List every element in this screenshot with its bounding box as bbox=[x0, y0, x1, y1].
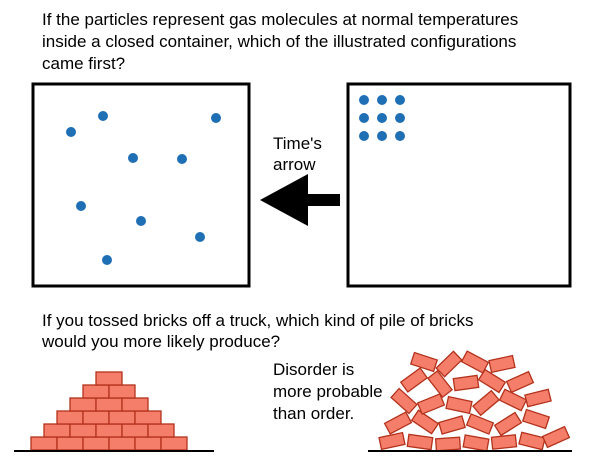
arrow-label-line-2: arrow bbox=[273, 155, 316, 174]
brick bbox=[490, 434, 518, 450]
brick bbox=[505, 370, 535, 394]
molecule bbox=[177, 154, 187, 164]
brick bbox=[82, 436, 110, 451]
bricks-question-line-2: would you more likely produce? bbox=[42, 332, 281, 351]
brick bbox=[498, 388, 528, 412]
brick bbox=[493, 411, 523, 437]
brick bbox=[541, 425, 571, 449]
gas-question-line-1: If the particles represent gas molecules… bbox=[42, 10, 519, 29]
brick bbox=[30, 436, 58, 451]
brick bbox=[472, 389, 500, 417]
note-line-3: than order. bbox=[273, 404, 355, 423]
molecule bbox=[136, 216, 146, 226]
arrow-label-line-1: Time's bbox=[273, 134, 322, 153]
brick bbox=[108, 410, 136, 425]
molecule bbox=[211, 113, 221, 123]
molecule bbox=[359, 95, 369, 105]
brick bbox=[378, 431, 406, 451]
molecule bbox=[377, 131, 387, 141]
ordered-molecules bbox=[359, 95, 405, 141]
brick bbox=[134, 436, 162, 451]
brick bbox=[121, 423, 149, 438]
brick bbox=[416, 393, 446, 415]
molecule bbox=[395, 113, 405, 123]
molecule bbox=[359, 113, 369, 123]
molecule bbox=[377, 95, 387, 105]
brick bbox=[460, 350, 490, 374]
brick bbox=[452, 374, 480, 392]
brick bbox=[521, 408, 551, 430]
brick bbox=[69, 397, 97, 412]
left-arrow-icon bbox=[260, 174, 340, 226]
brick bbox=[82, 384, 110, 399]
gas-question-line-3: came first? bbox=[42, 54, 126, 73]
brick bbox=[134, 410, 162, 425]
molecule bbox=[102, 255, 112, 265]
brick bbox=[406, 433, 434, 451]
disordered-brick-heap bbox=[378, 350, 571, 452]
molecule bbox=[76, 201, 86, 211]
brick bbox=[410, 409, 440, 435]
ordered-brick-pyramid bbox=[30, 371, 188, 451]
ordered-container bbox=[346, 82, 572, 288]
brick bbox=[524, 388, 552, 408]
brick bbox=[445, 395, 473, 415]
note-line-1: Disorder is bbox=[273, 360, 355, 379]
brick bbox=[477, 368, 507, 394]
brick bbox=[409, 351, 439, 373]
brick bbox=[56, 436, 84, 451]
brick bbox=[488, 354, 516, 374]
brick bbox=[95, 423, 123, 438]
brick bbox=[69, 423, 97, 438]
brick bbox=[518, 431, 546, 451]
molecule bbox=[395, 95, 405, 105]
brick bbox=[434, 436, 462, 452]
brick bbox=[43, 423, 71, 438]
gas-question-line-2: inside a closed container, which of the … bbox=[42, 32, 517, 51]
disordered-container bbox=[31, 82, 251, 288]
bricks-question-line-1: If you tossed bricks off a truck, which … bbox=[42, 311, 474, 330]
brick bbox=[426, 369, 454, 399]
brick bbox=[82, 410, 110, 425]
brick bbox=[399, 367, 429, 393]
molecule bbox=[377, 113, 387, 123]
brick bbox=[56, 410, 84, 425]
brick bbox=[465, 413, 495, 435]
brick bbox=[438, 415, 466, 435]
molecule bbox=[395, 131, 405, 141]
molecule bbox=[128, 153, 138, 163]
molecule bbox=[195, 232, 205, 242]
brick bbox=[390, 387, 418, 415]
brick bbox=[108, 384, 136, 399]
brick bbox=[147, 423, 175, 438]
molecule bbox=[359, 131, 369, 141]
molecule bbox=[66, 127, 76, 137]
brick bbox=[121, 397, 149, 412]
note-line-2: more probable bbox=[273, 382, 383, 401]
brick bbox=[435, 350, 463, 378]
brick bbox=[95, 371, 123, 386]
brick bbox=[383, 411, 413, 435]
brick bbox=[108, 436, 136, 451]
brick bbox=[95, 397, 123, 412]
brick bbox=[462, 434, 490, 452]
brick bbox=[160, 436, 188, 451]
disordered-molecules bbox=[66, 111, 221, 265]
molecule bbox=[98, 111, 108, 121]
